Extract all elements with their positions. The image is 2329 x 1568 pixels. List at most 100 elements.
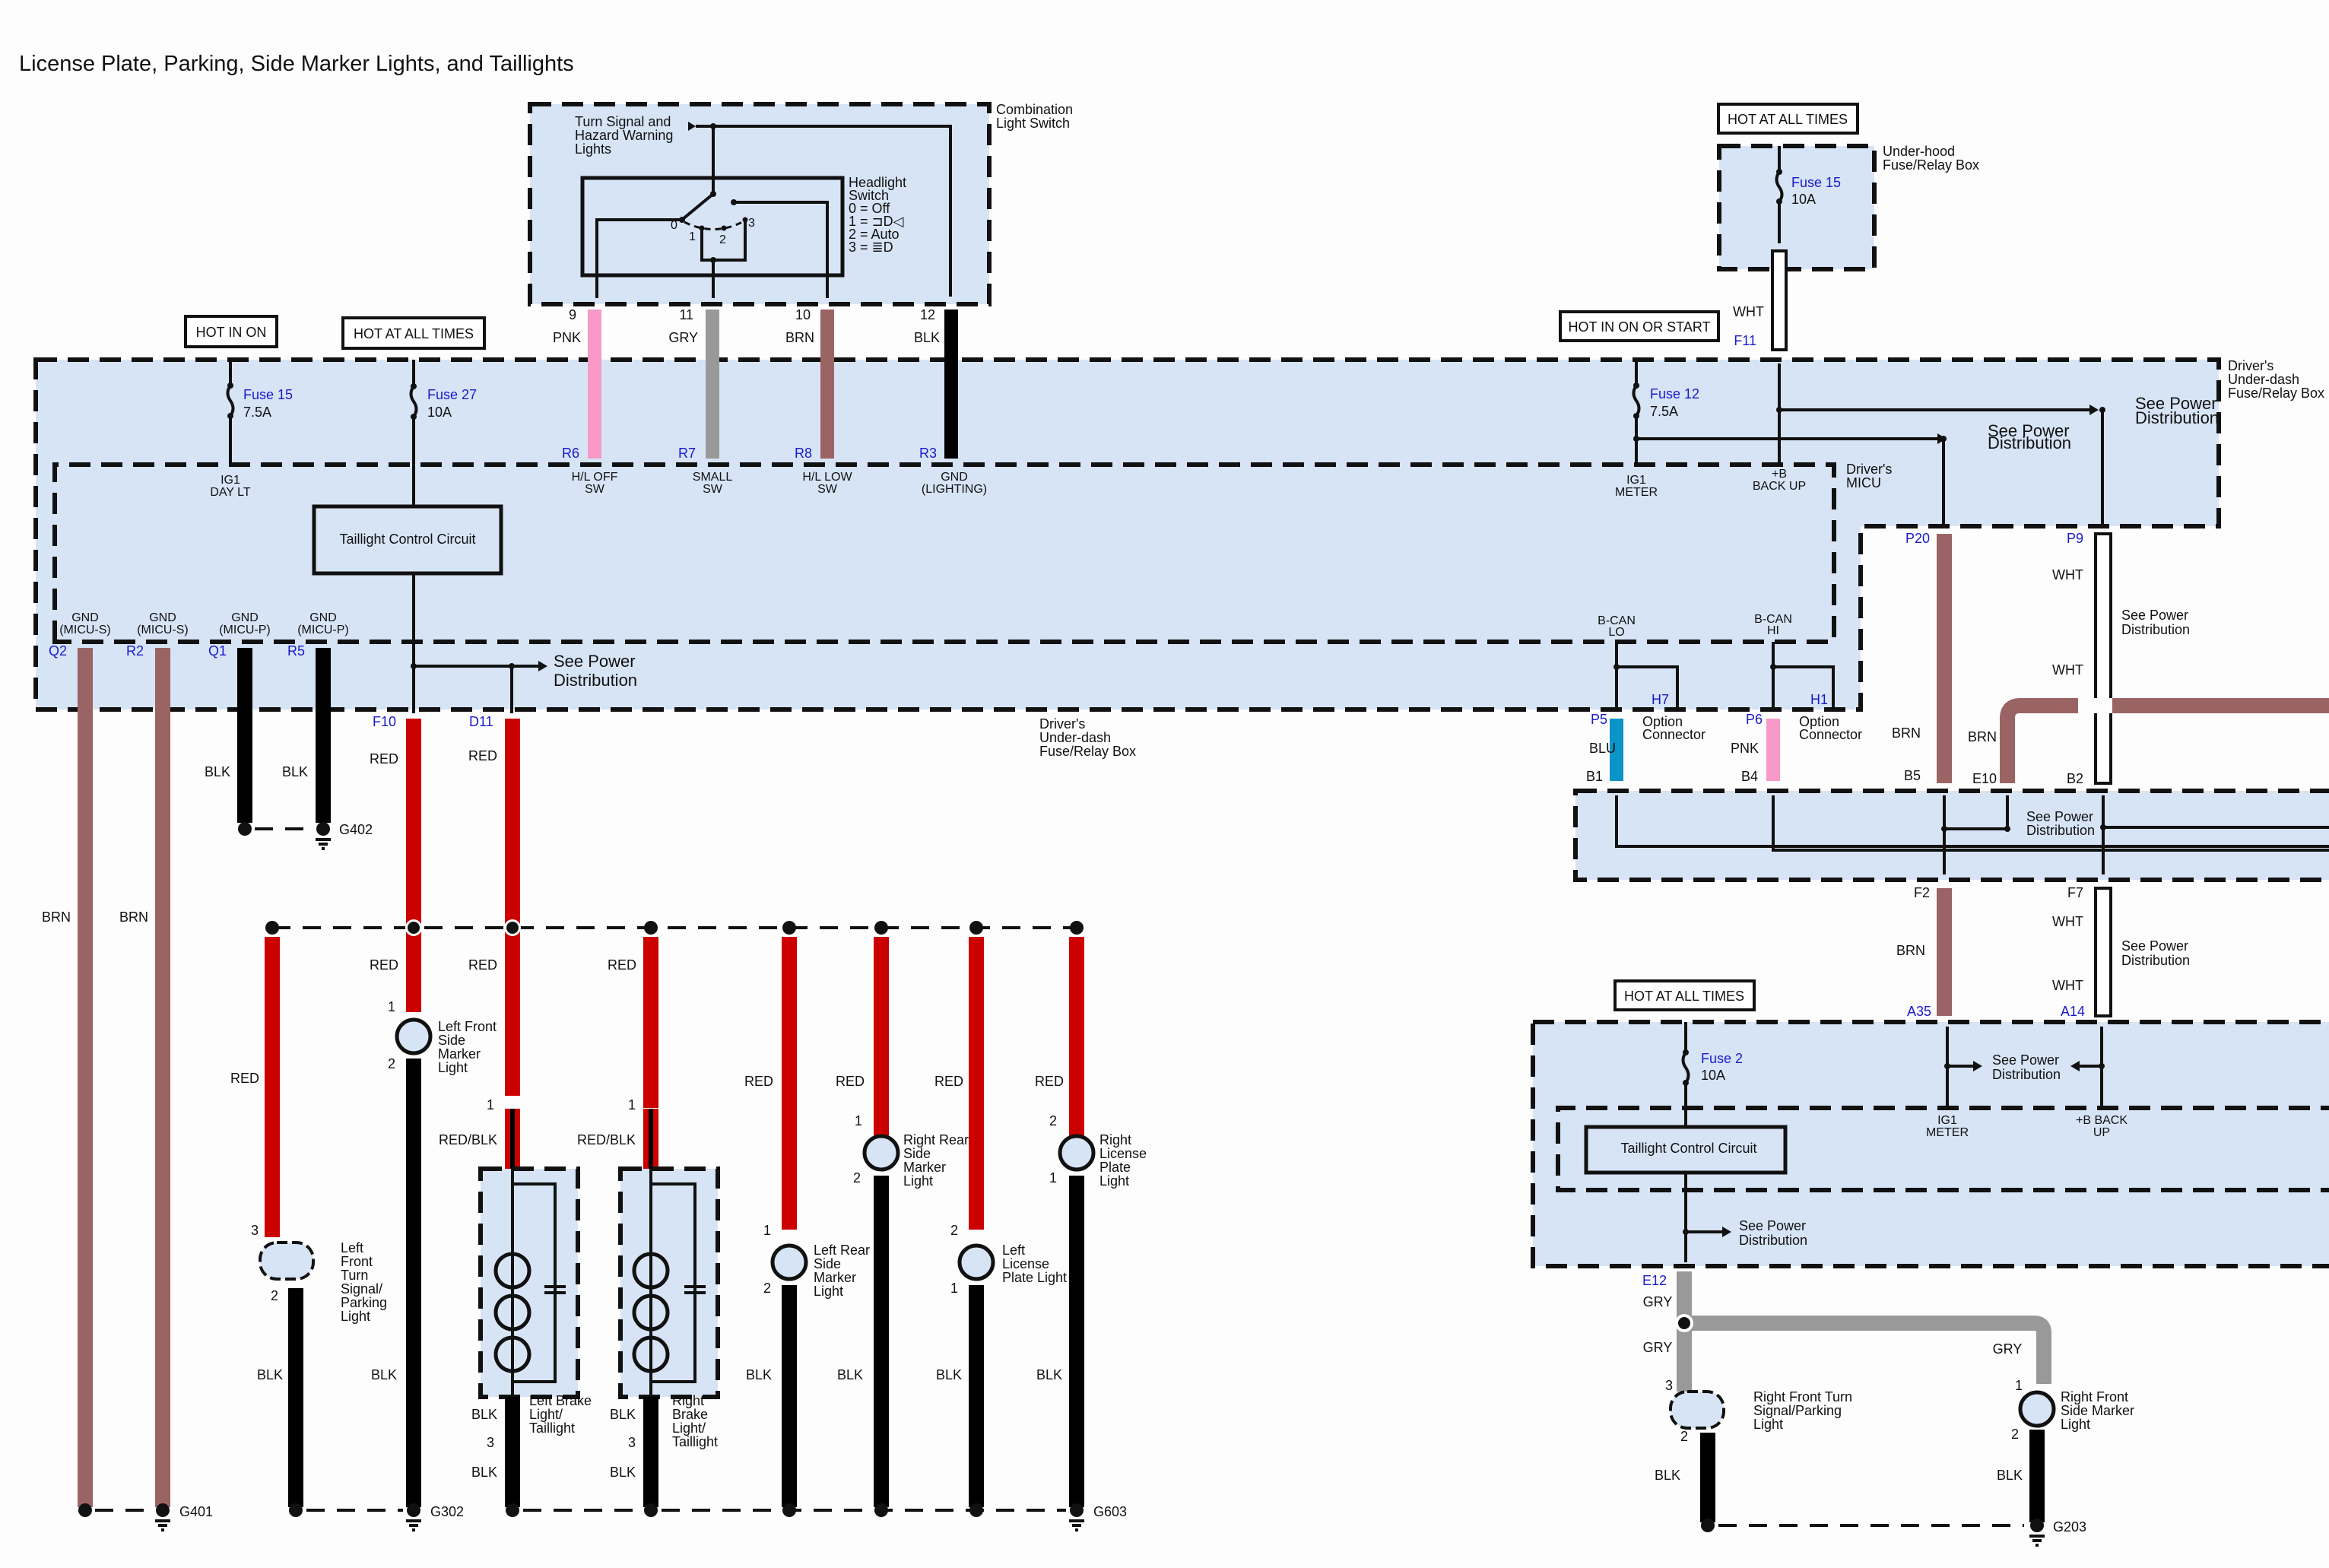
svg-text:B1: B1 (1586, 769, 1603, 784)
svg-text:RED: RED (1035, 1074, 1064, 1089)
svg-text:2: 2 (719, 233, 726, 246)
svg-text:0: 0 (671, 219, 677, 232)
svg-text:METER: METER (1926, 1126, 1969, 1139)
svg-text:Option: Option (1642, 714, 1683, 729)
svg-text:Distribution: Distribution (2121, 953, 2190, 968)
svg-text:See Power: See Power (2121, 608, 2188, 623)
svg-text:RED: RED (468, 748, 497, 763)
svg-text:Right: Right (672, 1393, 704, 1408)
svg-text:F7: F7 (2067, 885, 2083, 900)
svg-text:1: 1 (628, 1097, 636, 1113)
svg-text:G302: G302 (430, 1504, 464, 1519)
svg-text:BRN: BRN (785, 330, 814, 345)
svg-text:B5: B5 (1904, 768, 1921, 783)
svg-text:Headlight: Headlight (849, 175, 906, 190)
svg-text:1: 1 (487, 1097, 494, 1113)
svg-text:Taillight: Taillight (672, 1434, 718, 1449)
svg-text:RED: RED (370, 957, 398, 973)
svg-text:1: 1 (950, 1281, 958, 1296)
svg-text:Option: Option (1799, 714, 1839, 729)
svg-text:Left Rear: Left Rear (814, 1243, 870, 1258)
svg-text:3 = ≣D: 3 = ≣D (849, 240, 893, 255)
svg-text:BLU: BLU (1589, 741, 1616, 756)
svg-text:Under-dash: Under-dash (1039, 730, 1111, 745)
svg-text:10A: 10A (427, 405, 452, 420)
svg-text:BLK: BLK (257, 1367, 283, 1382)
hot-at-all-times-label-2: HOT AT ALL TIMES (1717, 103, 1859, 135)
fuse-27-taillight: Fuse 27 10A (409, 360, 477, 506)
left-brake-taillight: RED 1 RED/BLK Left Brake Light/ Tailligh… (439, 957, 639, 1517)
svg-text:+B BACK: +B BACK (2076, 1114, 2128, 1127)
svg-text:H/L OFF: H/L OFF (572, 471, 618, 484)
svg-text:12: 12 (920, 307, 935, 322)
svg-text:R7: R7 (678, 446, 696, 461)
svg-text:GND: GND (941, 471, 968, 484)
svg-text:3: 3 (251, 1223, 259, 1238)
svg-text:1 = ⊐D◁: 1 = ⊐D◁ (849, 214, 904, 229)
svg-text:Light/: Light/ (672, 1420, 706, 1436)
svg-text:Under-hood: Under-hood (1883, 144, 1955, 159)
svg-text:Signal/Parking: Signal/Parking (1753, 1403, 1842, 1418)
driver-micu-box (52, 462, 1836, 644)
wire-gry-r7: 11 GRY R7 SMALL SW (668, 307, 732, 496)
svg-text:P9: P9 (2067, 531, 2083, 546)
svg-text:BLK: BLK (1655, 1468, 1680, 1483)
svg-text:GRY: GRY (668, 330, 698, 345)
svg-text:Taillight Control Circuit: Taillight Control Circuit (1620, 1141, 1756, 1156)
svg-text:E10: E10 (1972, 771, 1997, 786)
svg-text:F2: F2 (1914, 885, 1930, 900)
svg-text:1: 1 (689, 230, 696, 243)
svg-text:WHT: WHT (2052, 567, 2083, 582)
left-rear-side-marker-light: RED 1 2 Left Rear Side Marker Light BLK (744, 937, 870, 1517)
svg-text:Distribution: Distribution (1988, 433, 2071, 452)
svg-text:Left: Left (1002, 1243, 1025, 1258)
svg-text:Connector: Connector (1799, 727, 1862, 742)
svg-text:BLK: BLK (936, 1367, 962, 1382)
svg-text:BLK: BLK (1997, 1468, 2023, 1483)
svg-text:(MICU-P): (MICU-P) (219, 624, 271, 636)
svg-text:Distribution: Distribution (1992, 1067, 2061, 1082)
svg-text:WHT: WHT (2052, 978, 2083, 993)
svg-text:R6: R6 (562, 446, 579, 461)
svg-text:GND: GND (149, 611, 176, 624)
svg-text:B4: B4 (1741, 769, 1758, 784)
svg-text:A14: A14 (2061, 1004, 2085, 1019)
right-front-turn-signal-bulb (1669, 1390, 1725, 1430)
right-lower-box-content: Fuse 2 10A Taillight Control Circuit See… (1584, 1022, 2128, 1262)
svg-text:Light: Light (814, 1284, 843, 1299)
svg-text:Light: Light (903, 1173, 933, 1189)
svg-text:HOT AT ALL TIMES: HOT AT ALL TIMES (354, 326, 474, 341)
svg-text:Connector: Connector (1642, 727, 1706, 742)
wire-pnk-r6: 9 PNK R6 H/L OFF SW (553, 307, 618, 496)
underhood-fuse-15: Under-hood Fuse/Relay Box Fuse 15 10A WH… (1733, 144, 1979, 351)
svg-text:D11: D11 (469, 714, 493, 729)
svg-text:Side Marker: Side Marker (2061, 1403, 2134, 1418)
svg-text:11: 11 (679, 307, 693, 322)
svg-text:2: 2 (271, 1288, 278, 1303)
svg-text:Left Front: Left Front (438, 1019, 497, 1034)
svg-text:1: 1 (855, 1113, 862, 1128)
svg-text:See Power: See Power (2135, 394, 2217, 413)
svg-text:Right: Right (1099, 1132, 1131, 1147)
svg-text:BLK: BLK (371, 1367, 397, 1382)
svg-text:G401: G401 (179, 1504, 213, 1519)
svg-text:E12: E12 (1642, 1273, 1667, 1288)
svg-text:BLK: BLK (746, 1367, 772, 1382)
svg-text:GND: GND (231, 611, 259, 624)
svg-text:R5: R5 (287, 643, 305, 659)
hot-in-on-label: HOT IN ON (184, 315, 278, 348)
svg-text:GND: GND (309, 611, 337, 624)
svg-text:G203: G203 (2053, 1519, 2086, 1535)
svg-text:Light Switch: Light Switch (996, 116, 1070, 131)
svg-text:Front: Front (341, 1254, 373, 1269)
right-front-lights: E12 GRY GRY GRY 3 2 Right Front Turn Sig… (1642, 1271, 2134, 1547)
svg-text:IG1: IG1 (221, 474, 240, 487)
svg-text:R3: R3 (919, 446, 937, 461)
hot-in-on-or-start-label: HOT IN ON OR START (1559, 310, 1720, 342)
svg-text:2 = Auto: 2 = Auto (849, 227, 900, 242)
svg-text:Side: Side (438, 1033, 465, 1048)
svg-text:+B: +B (1772, 468, 1787, 481)
svg-text:P20: P20 (1905, 531, 1930, 546)
svg-text:BLK: BLK (1036, 1367, 1062, 1382)
